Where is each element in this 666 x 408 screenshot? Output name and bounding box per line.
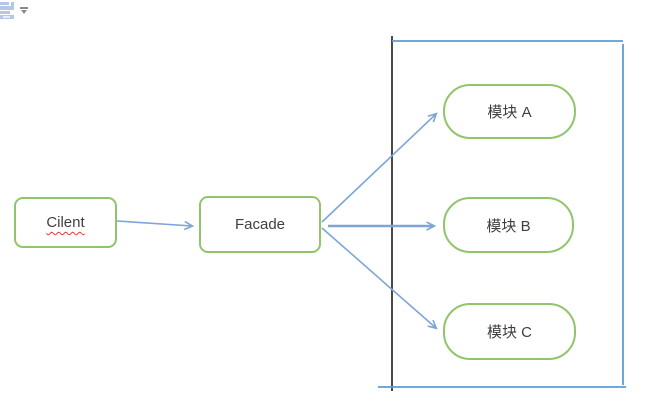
node-module-b-label: 模块 B	[486, 217, 531, 235]
arrow-facade-to-module-a[interactable]	[321, 114, 436, 223]
dropdown-arrow-icon[interactable]	[20, 7, 29, 15]
node-module-b[interactable]: 模块 B	[443, 197, 574, 253]
arrow-client-to-facade[interactable]	[116, 220, 192, 226]
node-module-a[interactable]: 模块 A	[443, 84, 576, 139]
node-module-c-label: 模块 C	[486, 324, 532, 341]
node-client[interactable]: Cilent	[14, 197, 117, 248]
arrow-facade-to-module-c[interactable]	[321, 227, 436, 328]
autoformat-options-button[interactable]	[0, 2, 34, 20]
node-module-c[interactable]: 模块 C	[443, 303, 576, 360]
node-module-a-label: 模块 A	[487, 104, 532, 121]
node-client-label: Cilent	[46, 214, 85, 231]
table-borders-icon	[0, 2, 14, 19]
node-facade[interactable]: Facade	[199, 196, 321, 253]
node-facade-label: Facade	[234, 216, 286, 233]
